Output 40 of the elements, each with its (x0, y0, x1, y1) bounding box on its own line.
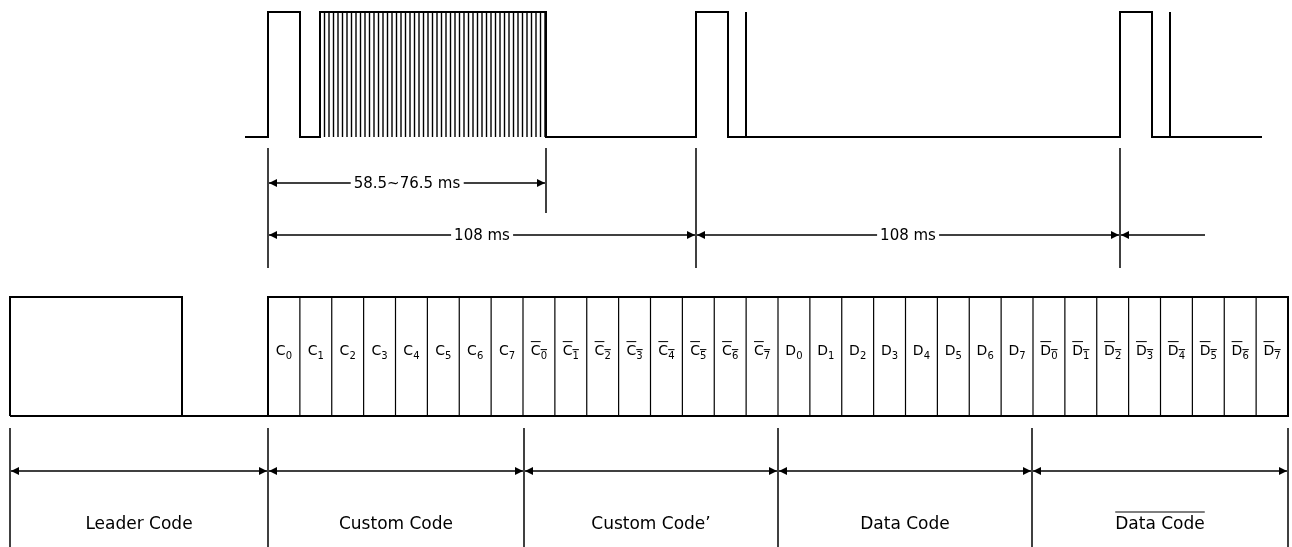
bit-label: C$_{4}$ (403, 343, 420, 361)
bit-label: C$_{6}$ (467, 343, 484, 361)
bit-label: C$_{5}$ (690, 343, 707, 361)
bit-label: C$_{7}$ (754, 343, 771, 361)
bit-label: C$_{2}$ (594, 343, 611, 361)
bit-label: C$_{1}$ (307, 343, 324, 361)
section-label: Data Code (1115, 514, 1205, 532)
bit-label: D$_{4}$ (1167, 343, 1185, 361)
bit-label: D$_{3}$ (881, 343, 899, 361)
bit-label: D$_{6}$ (1231, 343, 1249, 361)
bit-label: C$_{2}$ (339, 343, 356, 361)
section-label: Custom Code (338, 514, 454, 532)
dimension-label: 108 ms (451, 227, 513, 243)
bit-label: D$_{0}$ (1040, 343, 1058, 361)
section-label: Leader Code (85, 514, 193, 532)
bit-label: C$_{0}$ (530, 343, 547, 361)
bit-label: C$_{7}$ (499, 343, 516, 361)
bit-label: D$_{3}$ (1136, 343, 1154, 361)
bit-label: D$_{4}$ (912, 343, 930, 361)
section-label: Data Code (860, 514, 950, 532)
bit-label: C$_{5}$ (435, 343, 452, 361)
bit-label: D$_{2}$ (849, 343, 867, 361)
bit-label: D$_{2}$ (1104, 343, 1122, 361)
bit-label: C$_{4}$ (658, 343, 675, 361)
bit-label: C$_{1}$ (562, 343, 579, 361)
bit-label: D$_{7}$ (1008, 343, 1026, 361)
bit-label: D$_{6}$ (976, 343, 994, 361)
bit-label: D$_{5}$ (1199, 343, 1217, 361)
dimension-label: 58.5~76.5 ms (350, 175, 464, 191)
bit-label: D$_{1}$ (817, 343, 835, 361)
bit-label: D$_{0}$ (785, 343, 803, 361)
dimension-label: 108 ms (877, 227, 939, 243)
section-label: Custom Code’ (591, 514, 711, 532)
bit-label: D$_{1}$ (1072, 343, 1090, 361)
bit-label: C$_{3}$ (626, 343, 643, 361)
bit-label: C$_{3}$ (371, 343, 388, 361)
bit-label: D$_{5}$ (944, 343, 962, 361)
bit-label: D$_{7}$ (1263, 343, 1281, 361)
bit-label: C$_{6}$ (722, 343, 739, 361)
bit-label: C$_{0}$ (275, 343, 292, 361)
